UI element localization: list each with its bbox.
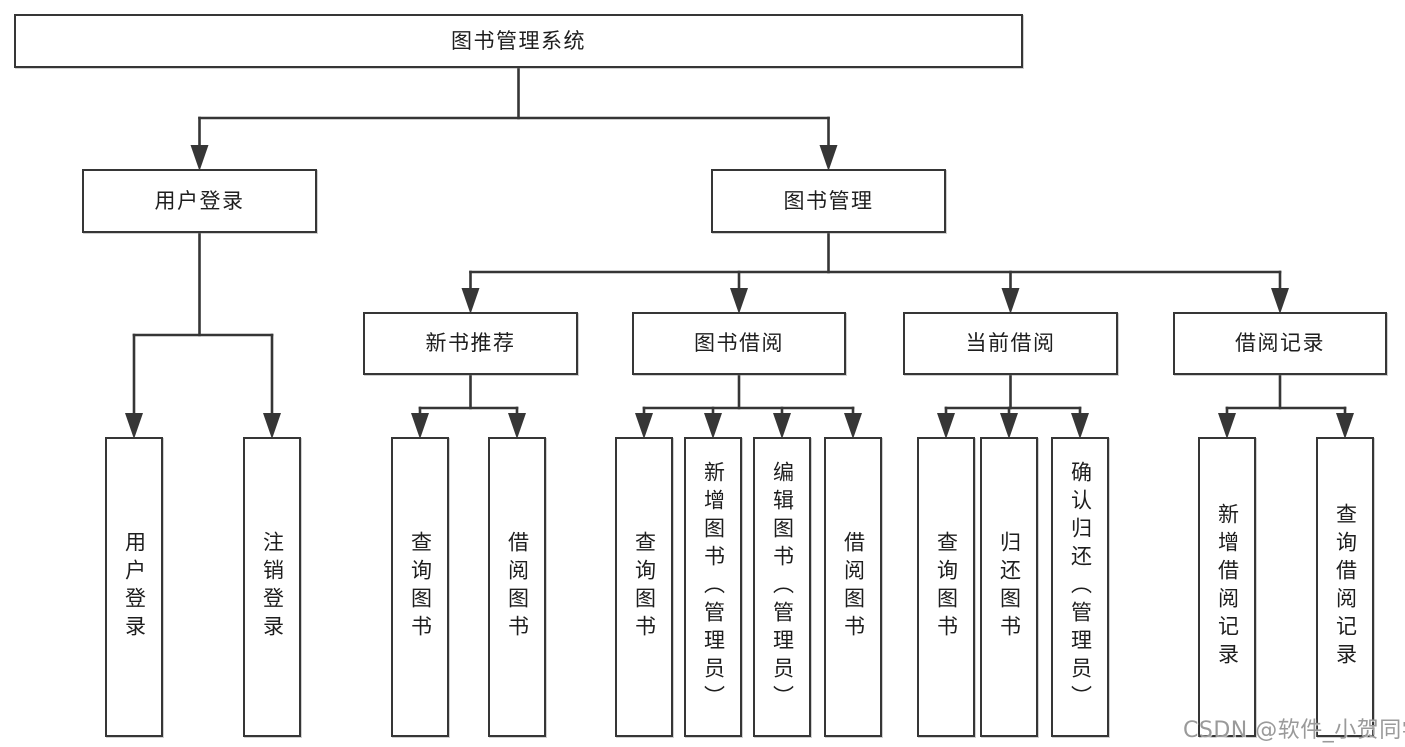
arrowhead-icon xyxy=(1336,413,1354,439)
arrowhead-icon xyxy=(508,413,526,439)
node-br-query-record: 查询借阅记录 xyxy=(1316,437,1374,737)
node-rec-borrow-book: 借阅图书 xyxy=(488,437,546,737)
node-label: 图书管理 xyxy=(783,188,874,213)
node-new-book-rec: 新书推荐 xyxy=(363,312,578,375)
arrowhead-icon xyxy=(773,413,791,439)
node-root: 图书管理系统 xyxy=(14,14,1023,68)
node-label: 新增图书（管理员） xyxy=(701,461,726,713)
node-label: 图书借阅 xyxy=(694,331,784,355)
node-book-mgmt: 图书管理 xyxy=(711,169,946,233)
node-label: 用户登录 xyxy=(154,188,245,213)
arrowhead-icon xyxy=(263,413,281,439)
arrowhead-icon xyxy=(704,413,722,439)
arrowhead-icon xyxy=(1000,413,1018,439)
node-bb-edit-book: 编辑图书（管理员） xyxy=(753,437,811,737)
node-label: 新增借阅记录 xyxy=(1215,503,1240,671)
node-label: 查询图书 xyxy=(632,531,657,643)
arrowhead-icon xyxy=(819,145,838,171)
node-user-login: 用户登录 xyxy=(82,169,317,233)
node-label: 查询图书 xyxy=(934,531,959,643)
arrowhead-icon xyxy=(635,413,653,439)
node-login-user: 用户登录 xyxy=(105,437,163,737)
node-label: 注销登录 xyxy=(260,531,285,643)
node-label: 借阅图书 xyxy=(841,531,866,643)
node-label: 查询借阅记录 xyxy=(1333,503,1358,671)
arrowhead-icon xyxy=(125,413,143,439)
node-label: 借阅记录 xyxy=(1235,331,1325,355)
node-label: 当前借阅 xyxy=(965,331,1056,355)
node-bb-borrow-book: 借阅图书 xyxy=(824,437,882,737)
node-cb-query-book: 查询图书 xyxy=(917,437,975,737)
arrowhead-icon xyxy=(937,413,955,439)
node-borrow-records: 借阅记录 xyxy=(1173,312,1387,375)
arrowhead-icon xyxy=(1218,413,1236,439)
node-cb-confirm-return: 确认归还（管理员） xyxy=(1051,437,1109,737)
arrowhead-icon xyxy=(1001,288,1020,314)
arrowhead-icon xyxy=(1271,288,1289,314)
node-current-borrow: 当前借阅 xyxy=(903,312,1118,375)
node-label: 编辑图书（管理员） xyxy=(770,461,795,713)
arrowhead-icon xyxy=(411,413,429,439)
arrowhead-icon xyxy=(844,413,862,439)
node-label: 图书管理系统 xyxy=(451,28,586,53)
arrowhead-icon xyxy=(461,288,480,314)
node-label: 新书推荐 xyxy=(425,331,516,355)
node-label: 借阅图书 xyxy=(505,531,530,643)
node-rec-query-book: 查询图书 xyxy=(391,437,449,737)
node-book-borrow: 图书借阅 xyxy=(632,312,846,375)
watermark: CSDN @软件_小贺同学 xyxy=(1183,718,1405,743)
arrowhead-icon xyxy=(190,145,209,171)
node-bb-add-book: 新增图书（管理员） xyxy=(684,437,742,737)
node-cb-return-book: 归还图书 xyxy=(980,437,1038,737)
node-login-logout: 注销登录 xyxy=(243,437,301,737)
node-label: 归还图书 xyxy=(997,531,1022,643)
arrowhead-icon xyxy=(730,288,748,314)
arrowhead-icon xyxy=(1071,413,1089,439)
node-label: 确认归还（管理员） xyxy=(1068,461,1093,713)
node-label: 查询图书 xyxy=(408,531,433,643)
node-br-add-record: 新增借阅记录 xyxy=(1198,437,1256,737)
node-label: 用户登录 xyxy=(122,531,147,643)
node-bb-query-book: 查询图书 xyxy=(615,437,673,737)
